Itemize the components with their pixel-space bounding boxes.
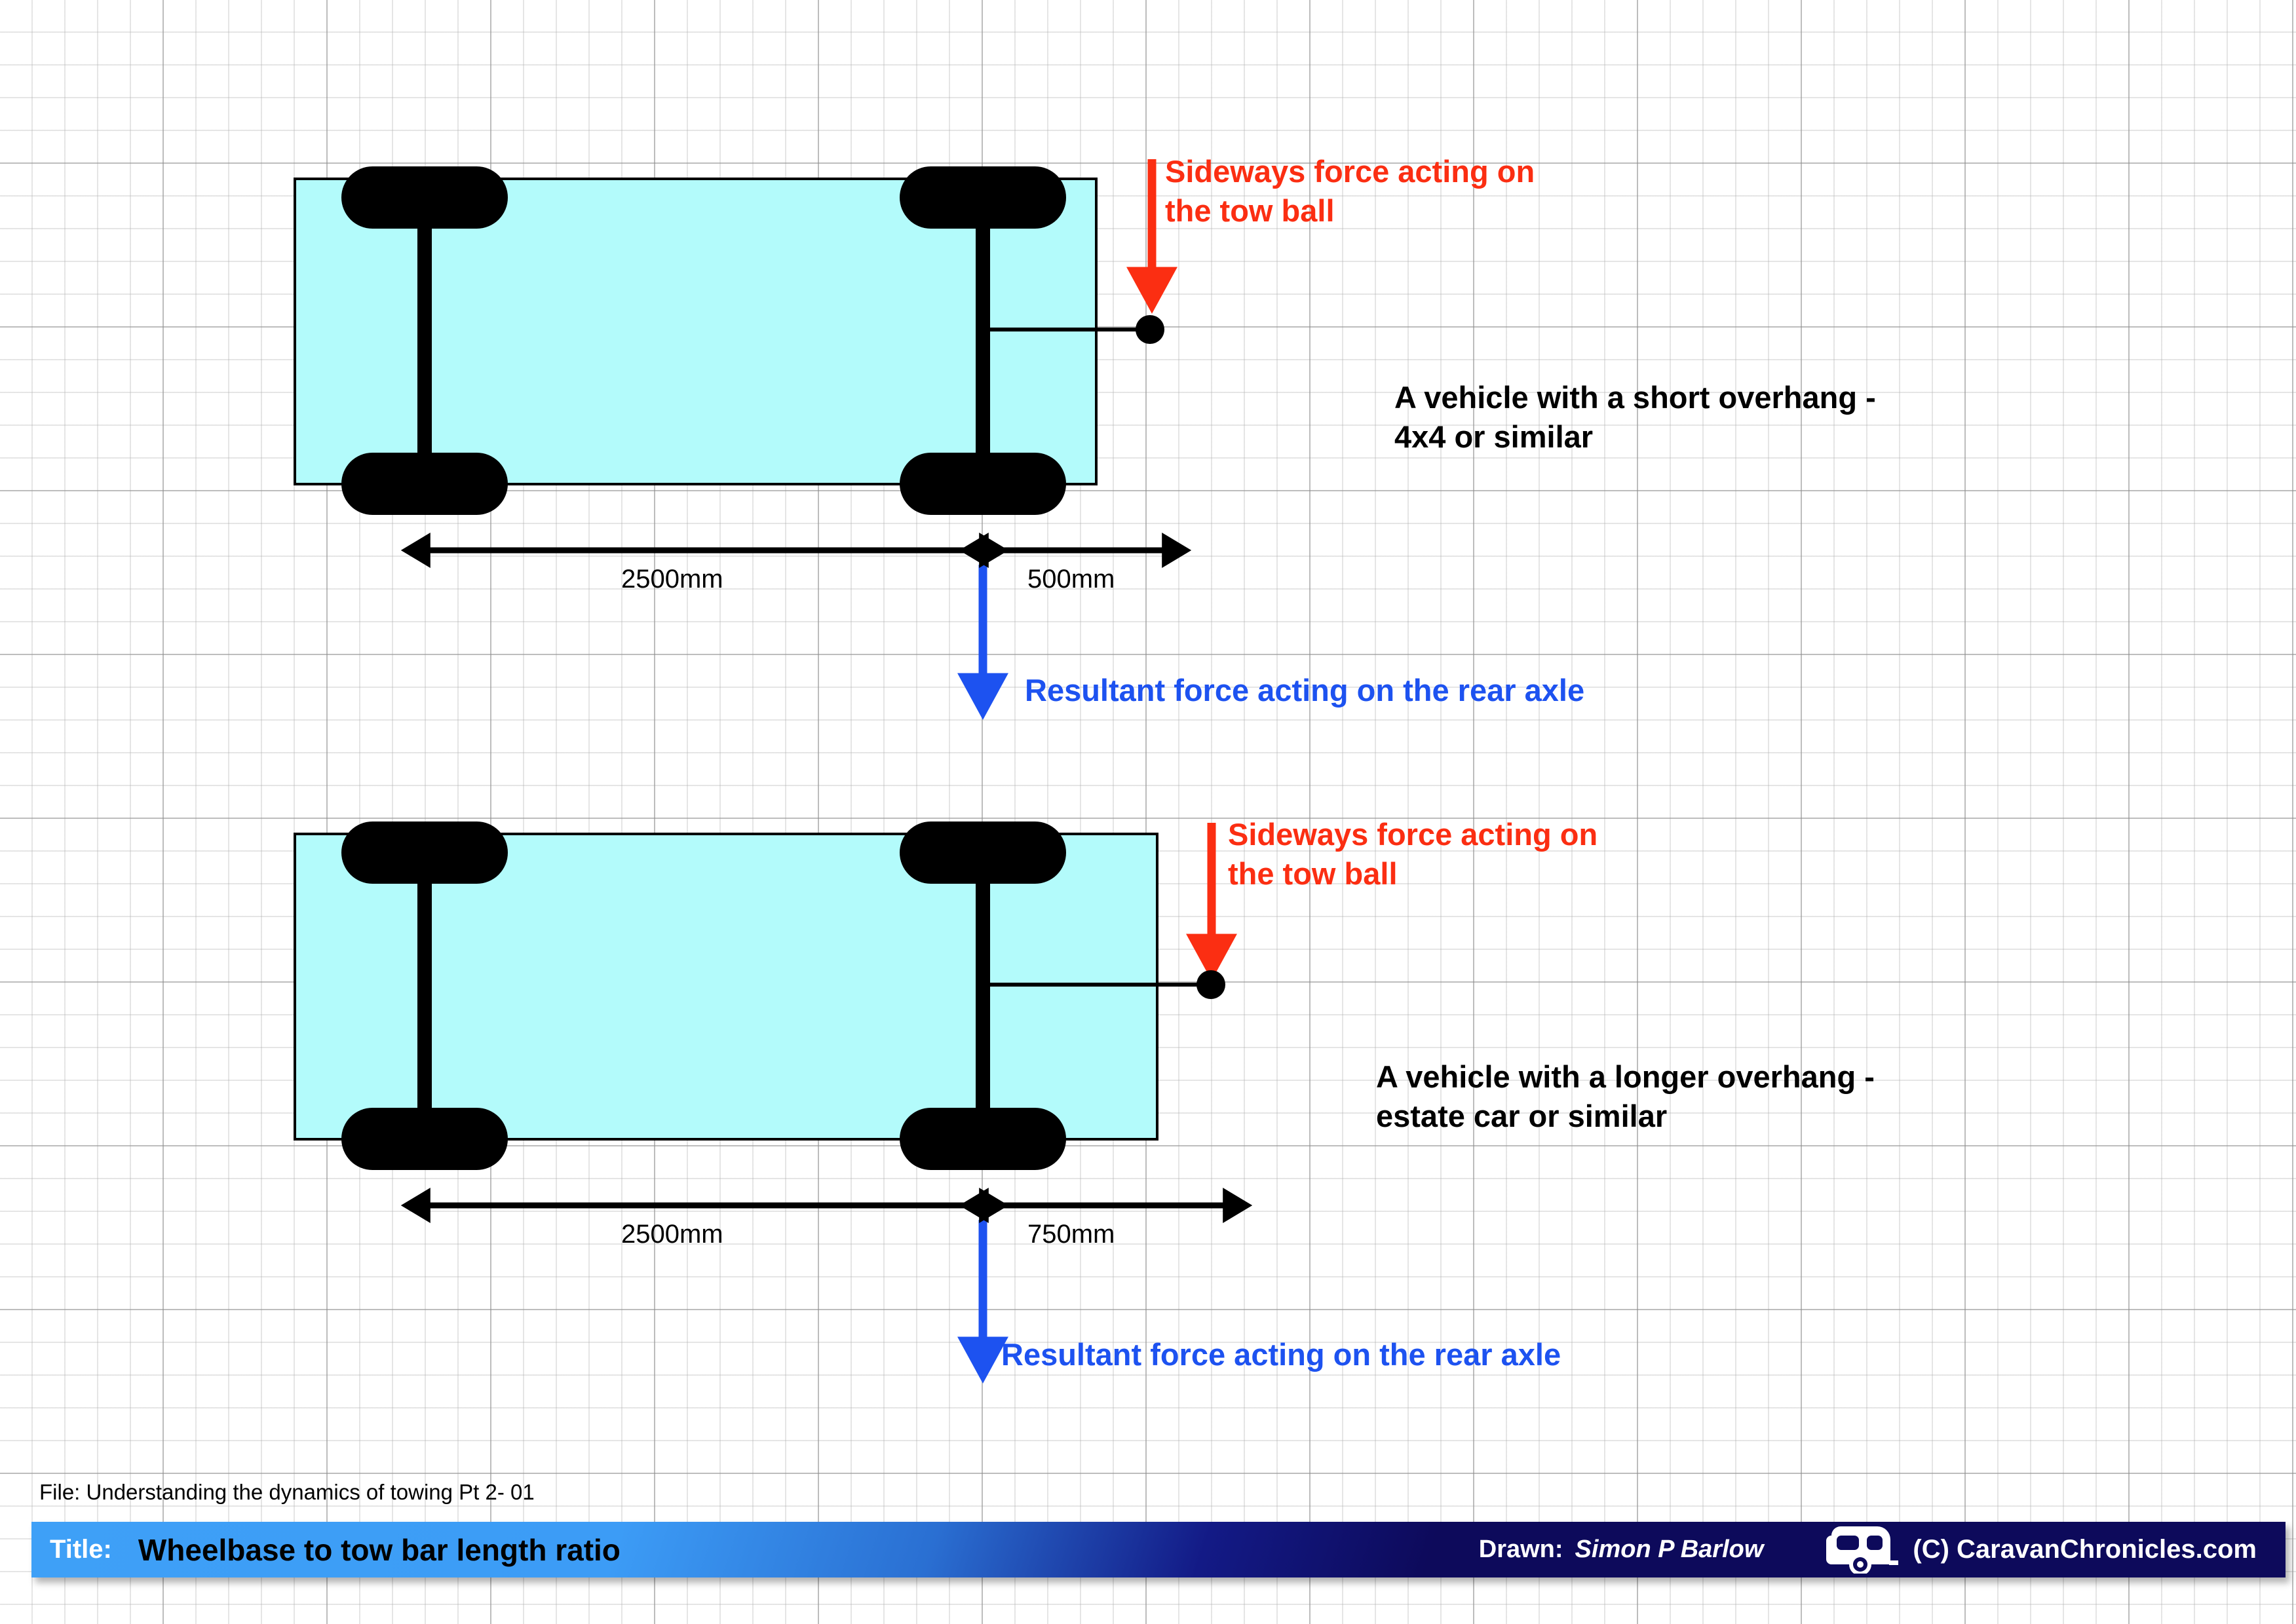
- title-key: Title:: [50, 1535, 112, 1564]
- vehicle-body-2: [294, 833, 1158, 1141]
- page-title: Wheelbase to tow bar length ratio: [138, 1532, 621, 1567]
- drawn-value: Simon P Barlow: [1575, 1536, 1764, 1563]
- wheelbase-label-1: 2500mm: [621, 565, 723, 594]
- drawn-key: Drawn:: [1478, 1536, 1563, 1563]
- front-axle-2: [417, 835, 432, 1138]
- front-left-wheel-1: [341, 166, 508, 229]
- vehicle-description-2: A vehicle with a longer overhang - estat…: [1376, 1059, 1875, 1134]
- overhang-label-2: 750mm: [1027, 1220, 1115, 1249]
- front-left-wheel-2: [341, 821, 508, 884]
- tow-ball-1: [1136, 315, 1164, 344]
- resultant-force-label-1: Resultant force acting on the rear axle: [1025, 673, 1585, 708]
- front-right-wheel-2: [341, 1108, 508, 1170]
- vehicle-description-1: A vehicle with a short overhang - 4x4 or…: [1394, 380, 1876, 455]
- brand-text: (C) CaravanChronicles.com: [1913, 1535, 2257, 1564]
- sideways-force-label-2: Sideways force acting on the tow ball: [1228, 817, 1598, 892]
- tow-bar-1: [990, 328, 1151, 331]
- overhang-label-1: 500mm: [1027, 565, 1115, 594]
- front-right-wheel-1: [341, 453, 508, 515]
- rear-axle-1: [976, 180, 990, 483]
- resultant-force-label-2: Resultant force acting on the rear axle: [1001, 1337, 1561, 1372]
- rear-axle-2: [976, 835, 990, 1138]
- tow-ball-2: [1196, 970, 1225, 999]
- rear-left-wheel-2: [900, 821, 1066, 884]
- front-axle-1: [417, 180, 432, 483]
- rear-right-wheel-2: [900, 1108, 1066, 1170]
- file-label: File: Understanding the dynamics of towi…: [39, 1480, 535, 1504]
- tow-bar-2: [990, 983, 1212, 987]
- title-bar: Title: Wheelbase to tow bar length ratio…: [31, 1522, 2286, 1577]
- caravan-icon: [1826, 1526, 1899, 1574]
- sideways-force-label-1: Sideways force acting on the tow ball: [1165, 154, 1535, 229]
- title-bar-right: Drawn: Simon P Barlow (C) CaravanChronic…: [1479, 1526, 2257, 1574]
- wheelbase-label-2: 2500mm: [621, 1220, 723, 1249]
- rear-left-wheel-1: [900, 166, 1066, 229]
- rear-right-wheel-1: [900, 453, 1066, 515]
